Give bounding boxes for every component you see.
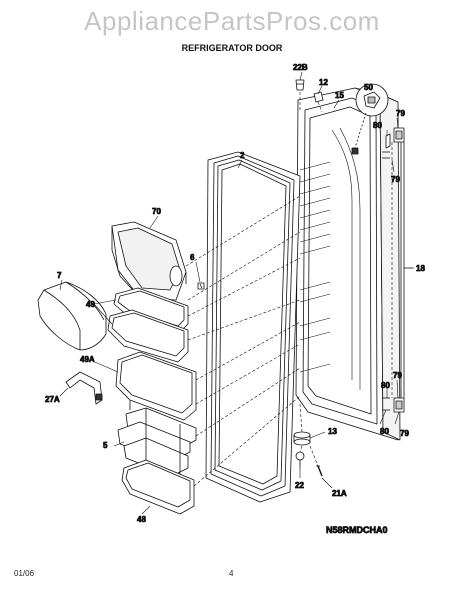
callout-13: 13 xyxy=(328,427,337,436)
callout-48: 48 xyxy=(137,515,146,524)
door-bin-49a xyxy=(115,351,197,421)
door-bin-49-upper xyxy=(113,287,189,333)
callout-79-top: 79 xyxy=(396,109,405,118)
explosion-lines xyxy=(185,92,393,487)
detail-circle-50 xyxy=(354,83,389,149)
callout-22b: 22B xyxy=(293,63,308,72)
callout-49: 49 xyxy=(86,300,95,309)
callout-79-bottom-lower: 79 xyxy=(400,429,409,438)
door-stop-top xyxy=(382,127,405,159)
door-bin-70 xyxy=(111,221,187,301)
callout-80-bottom-upper: 80 xyxy=(381,381,390,390)
door-bin-49-lower xyxy=(107,309,189,363)
callout-79-bottom: 79 xyxy=(393,371,402,380)
callout-18: 18 xyxy=(416,264,425,273)
callout-50: 50 xyxy=(364,83,373,92)
callout-7: 7 xyxy=(57,271,62,280)
callout-2: 2 xyxy=(240,151,245,160)
page-title: REFRIGERATOR DOOR xyxy=(181,43,283,53)
callout-80-bottom: 80 xyxy=(380,427,389,436)
hinge-pin-22b xyxy=(295,79,305,91)
door-gasket xyxy=(205,151,301,503)
callout-70: 70 xyxy=(152,207,161,216)
shelf-retainer-5 xyxy=(117,407,197,480)
callout-80-top: 80 xyxy=(373,121,382,130)
bracket-27a xyxy=(65,371,103,405)
callout-22: 22 xyxy=(295,481,304,490)
footer-date: 01/06 xyxy=(14,569,35,578)
hinge-13 xyxy=(293,431,311,446)
clip-6 xyxy=(197,282,205,290)
callout-27a: 27A xyxy=(45,395,60,404)
callout-15: 15 xyxy=(335,91,344,100)
hinge-pin-22 xyxy=(295,451,305,468)
footer-page-number: 4 xyxy=(229,569,234,578)
callout-5: 5 xyxy=(103,441,108,450)
callout-6: 6 xyxy=(190,253,195,262)
callout-21a: 21A xyxy=(332,489,347,498)
screw-21a xyxy=(316,465,323,477)
callout-79-top-lower: 79 xyxy=(391,175,400,184)
callout-12: 12 xyxy=(319,78,328,87)
door-bin-48 xyxy=(121,459,195,515)
leader-lines xyxy=(59,71,414,515)
callout-49a: 49A xyxy=(80,355,95,364)
refrigerator-door xyxy=(295,87,401,441)
watermark: AppliancePartsPros.com xyxy=(84,6,380,36)
door-rod-18 xyxy=(400,142,412,398)
diagram-code: N58RMDCHA0 xyxy=(326,525,388,535)
bin-cover-7 xyxy=(37,281,107,351)
